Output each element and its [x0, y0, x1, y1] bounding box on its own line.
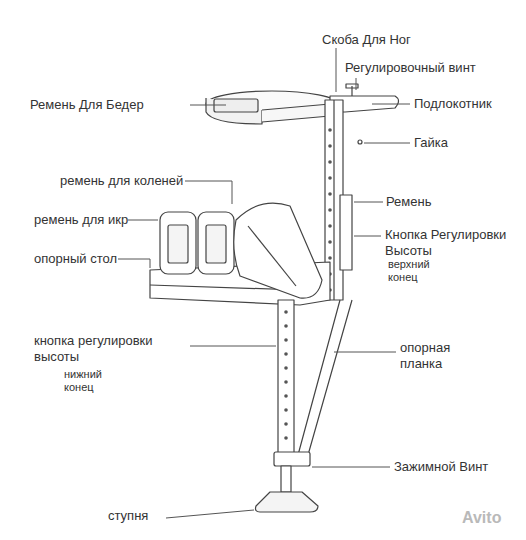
part-label: Регулировочный винт	[345, 60, 515, 76]
adjust-hole	[284, 394, 288, 398]
part-label: Гайка	[414, 135, 494, 151]
watermark: Avito	[462, 508, 522, 527]
part-label: опорная планка	[400, 340, 490, 371]
part-label: ступня	[108, 508, 168, 524]
adjust-hole	[328, 128, 332, 132]
part-label: Кнопка Регулировки Высоты	[385, 227, 521, 258]
adjust-hole	[328, 240, 332, 244]
adjust-hole	[328, 224, 332, 228]
adjust-hole	[284, 324, 288, 328]
adjust-hole	[284, 380, 288, 384]
part-label: Ремень	[386, 194, 486, 210]
adjust-hole	[328, 176, 332, 180]
leader-lines	[118, 48, 410, 518]
part-label: Ремень Для Бедер	[30, 97, 190, 113]
adjust-hole	[284, 408, 288, 412]
adjust-hole	[284, 352, 288, 356]
adjust-hole	[328, 208, 332, 212]
adjust-hole	[284, 310, 288, 314]
adjust-hole	[284, 366, 288, 370]
part-label: Зажимной Винт	[394, 459, 519, 475]
adjust-hole	[284, 422, 288, 426]
adjust-hole	[284, 436, 288, 440]
part-label: Скоба Для Ног	[322, 32, 462, 48]
adjust-hole	[328, 192, 332, 196]
part-label: ремень для икр	[34, 212, 134, 228]
adjust-hole	[284, 338, 288, 342]
part-label: Подлокотник	[414, 96, 519, 112]
part-label: ремень для коленей	[60, 173, 190, 189]
part-label: нижний конец	[64, 368, 124, 394]
adjust-hole	[328, 160, 332, 164]
adjust-hole	[328, 256, 332, 260]
part-label: верхний конец	[388, 258, 448, 284]
part-label: кнопка регулировки высоты	[34, 333, 184, 364]
adjust-hole	[328, 144, 332, 148]
part-label: опорный стол	[34, 251, 124, 267]
